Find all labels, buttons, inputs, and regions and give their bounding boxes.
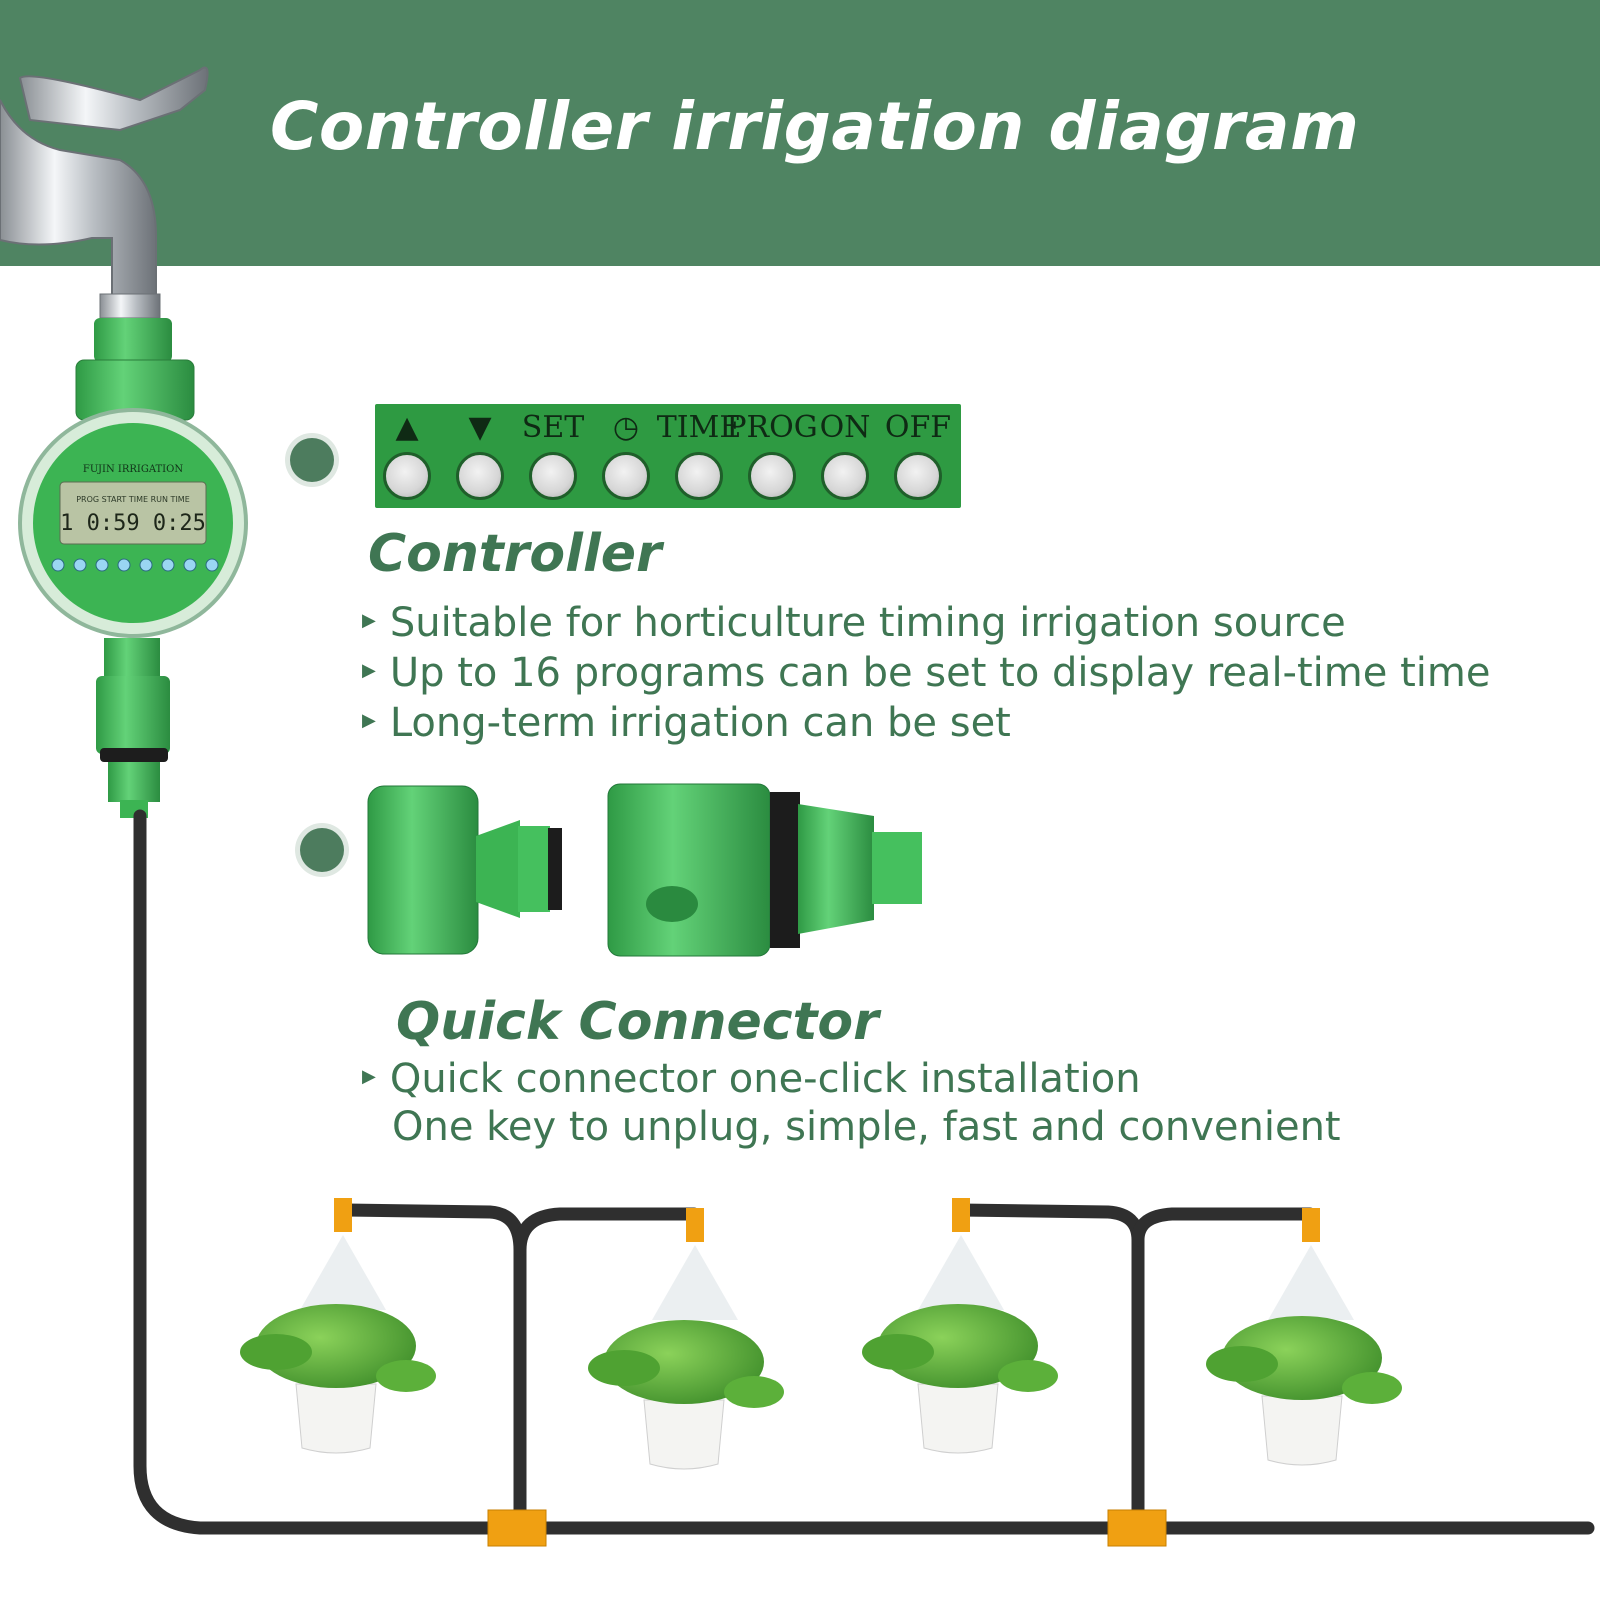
triangle-bullet-icon: ▶ bbox=[362, 609, 376, 631]
down-button[interactable] bbox=[456, 452, 504, 500]
controller-bullet-3: ▶Long-term irrigation can be set bbox=[362, 700, 1011, 746]
irrigation-timer-icon: FUJIN IRRIGATION PROG START TIME RUN TIM… bbox=[18, 318, 248, 818]
controller-bullet-2: ▶Up to 16 programs can be set to display… bbox=[362, 650, 1491, 696]
svg-text:FUJIN IRRIGATION: FUJIN IRRIGATION bbox=[83, 464, 183, 475]
hose-lines bbox=[133, 809, 1595, 1535]
controller-title: Controller bbox=[368, 524, 662, 584]
panel-label-off: OFF bbox=[884, 410, 952, 445]
controller-bullet-dot bbox=[290, 438, 334, 482]
potted-plant-icon bbox=[588, 1320, 784, 1470]
triangle-bullet-icon: ▶ bbox=[362, 659, 376, 681]
up-button[interactable] bbox=[383, 452, 431, 500]
panel-label-down: ▼ bbox=[468, 410, 492, 445]
connector-bullet-2: One key to unplug, simple, fast and conv… bbox=[392, 1104, 1341, 1150]
panel-label-up: ▲ bbox=[395, 410, 419, 445]
triangle-bullet-icon: ▶ bbox=[362, 1065, 376, 1087]
svg-text:1 0:59 0:25: 1 0:59 0:25 bbox=[60, 511, 206, 536]
clock-button[interactable] bbox=[602, 452, 650, 500]
time-button[interactable] bbox=[675, 452, 723, 500]
connector-bullet-dot bbox=[300, 828, 344, 872]
on-button[interactable] bbox=[821, 452, 869, 500]
controller-button-panel: ▲ ▼ SET ◷ TIME PROG ON OFF bbox=[375, 404, 961, 508]
mist-spray bbox=[300, 1235, 1354, 1320]
triangle-bullet-icon: ▶ bbox=[362, 709, 376, 731]
header-banner: Controller irrigation diagram bbox=[0, 0, 1600, 266]
potted-plant-icon bbox=[862, 1304, 1058, 1454]
potted-plant-icon bbox=[1206, 1316, 1402, 1466]
connector-title: Quick Connector bbox=[396, 992, 879, 1052]
panel-label-time: TIME bbox=[656, 410, 742, 445]
sprayer-nozzle-icon bbox=[334, 1198, 1320, 1242]
panel-label-set: SET bbox=[521, 410, 585, 445]
page-title: Controller irrigation diagram bbox=[270, 88, 1360, 165]
panel-label-on: ON bbox=[819, 410, 871, 445]
panel-label-clock: ◷ bbox=[612, 410, 640, 445]
hose-fittings bbox=[487, 1509, 1167, 1547]
off-button[interactable] bbox=[894, 452, 942, 500]
connector-bullet-1: ▶Quick connector one-click installation bbox=[362, 1056, 1141, 1102]
potted-plant-icon bbox=[240, 1304, 436, 1454]
prog-button[interactable] bbox=[748, 452, 796, 500]
set-button[interactable] bbox=[529, 452, 577, 500]
faucet-icon bbox=[0, 66, 209, 319]
controller-bullet-1: ▶Suitable for horticulture timing irriga… bbox=[362, 600, 1346, 646]
svg-text:PROG START TIME RUN TIME: PROG START TIME RUN TIME bbox=[76, 495, 190, 504]
panel-label-prog: PROG bbox=[726, 410, 818, 445]
quick-connector-icon bbox=[367, 783, 922, 957]
